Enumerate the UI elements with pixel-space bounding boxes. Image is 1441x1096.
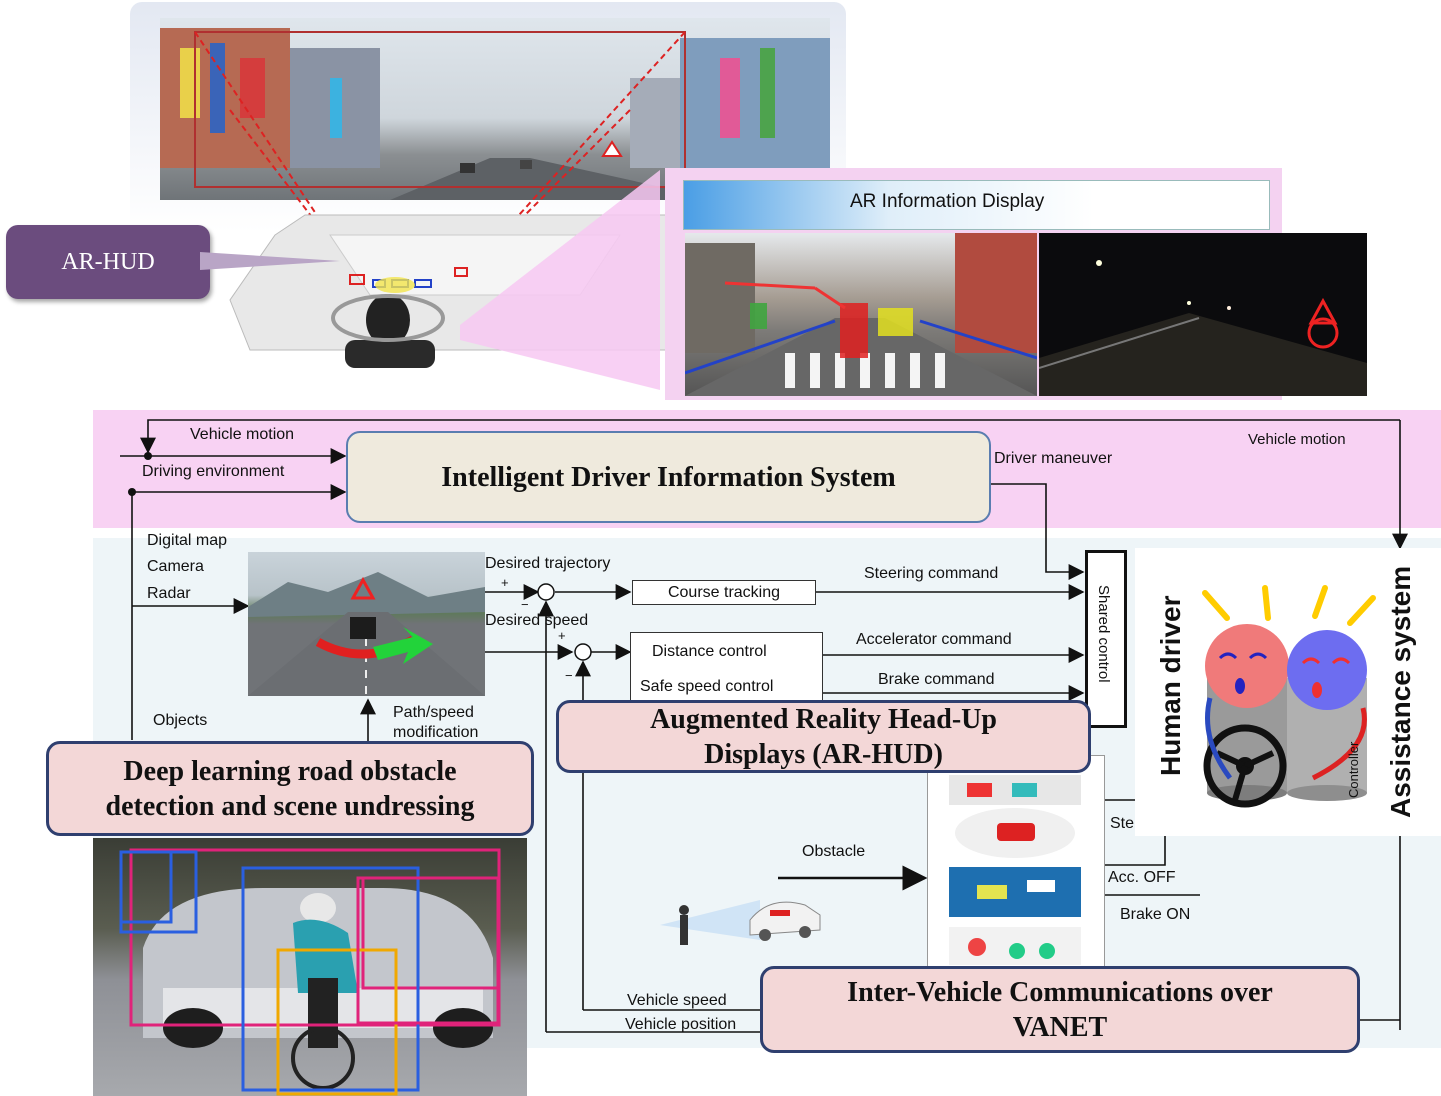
deep-learning-callout: Deep learning road obstacle detection an… xyxy=(46,741,534,836)
vanet-callout: Inter-Vehicle Communications over VANET xyxy=(760,966,1360,1053)
course-tracking-box: Course tracking xyxy=(632,580,816,605)
ar-info-display-title-bar xyxy=(683,180,1270,230)
modification-label: modification xyxy=(393,724,479,741)
summing-node-speed xyxy=(574,643,592,661)
assistance-system-label: Assistance system xyxy=(1385,565,1416,818)
safe-speed-control-label: Safe speed control xyxy=(640,678,774,695)
human-driver-label: Human driver xyxy=(1155,595,1186,777)
driving-environment-label: Driving environment xyxy=(142,463,285,480)
ar-hud-tag xyxy=(6,225,210,299)
objects-label: Objects xyxy=(153,712,208,729)
vehicle-motion-left-label: Vehicle motion xyxy=(190,426,295,443)
ar-hud-callout-line-2: Displays (AR-HUD) xyxy=(704,738,943,770)
vanet-callout-line-1: Inter-Vehicle Communications over xyxy=(847,976,1273,1008)
distance-control-label: Distance control xyxy=(652,643,767,660)
intelligent-driver-info-system-box: Intelligent Driver Information System xyxy=(346,431,991,523)
ar-display-beam xyxy=(460,170,660,390)
minus-sign-2: − xyxy=(565,668,573,683)
vehicle-position-label: Vehicle position xyxy=(625,1016,737,1033)
vanet-scenarios-art xyxy=(949,775,1081,965)
acc-off-label: Acc. OFF xyxy=(1108,869,1176,886)
vehicle-speed-label: Vehicle speed xyxy=(627,992,727,1009)
obstacle-label: Obstacle xyxy=(802,843,866,860)
radar-label: Radar xyxy=(147,585,191,602)
controller-text: Controller xyxy=(1346,741,1361,798)
shared-control-box xyxy=(1085,550,1127,728)
ar-hud-tag-label: AR-HUD xyxy=(61,249,155,275)
steering-command-label: Steering command xyxy=(864,565,999,582)
ar-info-display-title: AR Information Display xyxy=(850,191,1045,212)
deep-learning-callout-line-2: detection and scene undressing xyxy=(105,790,475,822)
ar-hud-tag-pointer xyxy=(200,252,340,270)
summing-node-trajectory xyxy=(537,583,555,601)
ar-day-photo-art xyxy=(685,233,1037,396)
ar-night-photo-art xyxy=(1039,260,1367,396)
digital-map-label: Digital map xyxy=(147,532,228,549)
vehicle-pedestrian-sketch xyxy=(660,900,821,945)
vehicle-motion-right-label: Vehicle motion xyxy=(1248,431,1346,448)
desired-trajectory-label: Desired trajectory xyxy=(485,555,611,572)
plus-sign-2: + xyxy=(558,628,566,643)
plus-sign-1: + xyxy=(501,575,509,590)
ar-hud-callout-line-1: Augmented Reality Head-Up xyxy=(650,703,997,735)
shared-control-label: Shared control xyxy=(1095,585,1112,683)
ar-day-photo xyxy=(685,233,1037,396)
driver-maneuver-label: Driver maneuver xyxy=(994,450,1113,467)
brake-on-label: Brake ON xyxy=(1120,906,1191,923)
ar-hud-callout: Augmented Reality Head-Up Displays (AR-H… xyxy=(556,700,1091,773)
road-camera-image-art xyxy=(248,572,485,696)
distance-safe-speed-box xyxy=(630,632,823,704)
ar-night-photo xyxy=(1039,233,1367,396)
brake-command-label: Brake command xyxy=(878,671,995,688)
detection-photo xyxy=(93,838,527,1096)
deep-learning-callout-line-1: Deep learning road obstacle xyxy=(123,755,457,787)
road-camera-image xyxy=(248,552,485,696)
driver-figure-art xyxy=(1202,585,1376,808)
detection-photo-art xyxy=(119,848,501,1096)
accelerator-command-label: Accelerator command xyxy=(856,631,1012,648)
steer-partial-label: Ste xyxy=(1110,815,1135,832)
vanet-callout-line-2: VANET xyxy=(1012,1011,1108,1043)
desired-speed-label: Desired speed xyxy=(485,612,589,629)
camera-label: Camera xyxy=(147,558,204,575)
minus-sign-1: − xyxy=(521,597,529,612)
path-speed-label: Path/speed xyxy=(393,704,474,721)
